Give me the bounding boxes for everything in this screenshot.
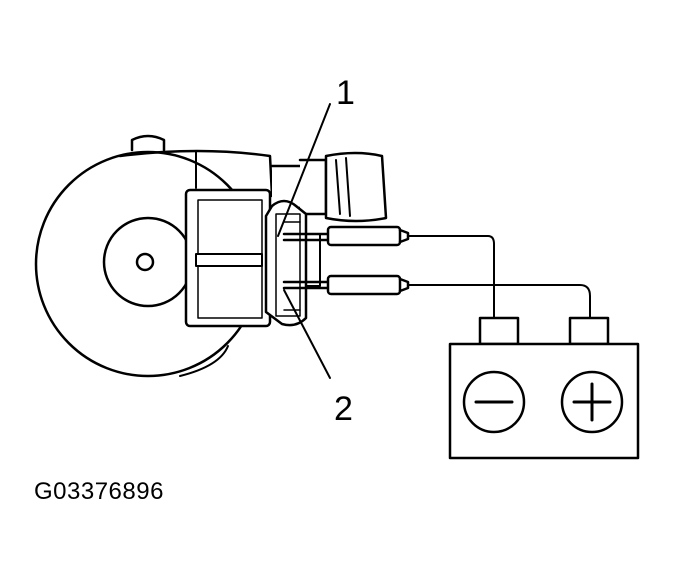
jumper-lead-2	[282, 274, 591, 319]
callout-label-2: 2	[334, 390, 353, 428]
terminal-socket	[264, 199, 321, 327]
motor-hub	[102, 216, 194, 308]
leader-line-2	[283, 289, 331, 379]
figure-id: G03376896	[34, 478, 164, 505]
leader-line-1	[277, 103, 331, 237]
battery	[448, 316, 640, 460]
callout-label-1: 1	[336, 74, 355, 112]
connector-housing	[184, 188, 272, 328]
jumper-lead-1	[282, 225, 495, 319]
